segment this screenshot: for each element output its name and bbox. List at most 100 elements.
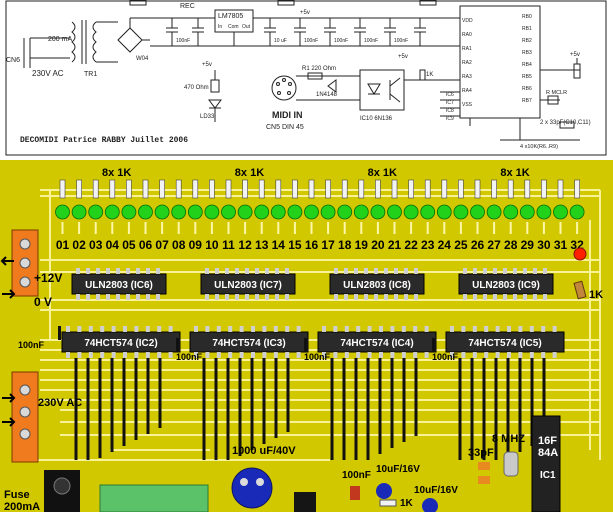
resistor bbox=[408, 179, 414, 199]
channel-led bbox=[536, 204, 552, 220]
mcu-left-pin: RA2 bbox=[462, 60, 472, 66]
channel-number: 04 bbox=[106, 238, 120, 252]
driver-pin bbox=[235, 268, 239, 274]
driver-pin bbox=[473, 268, 477, 274]
small-cap-blue-1 bbox=[376, 483, 392, 499]
latch-pin bbox=[228, 352, 233, 358]
latch-pin bbox=[322, 326, 326, 332]
supply-label-opto: +5v bbox=[398, 54, 408, 60]
driver-pin bbox=[354, 294, 358, 300]
resistor bbox=[242, 179, 248, 199]
driver-pin bbox=[543, 294, 547, 300]
mcu-right-pin: RB2 bbox=[522, 38, 532, 44]
driver-pin bbox=[225, 268, 229, 274]
latch-pin bbox=[228, 326, 233, 332]
channel-led bbox=[121, 204, 137, 220]
channel-number: 20 bbox=[371, 238, 385, 252]
channel-led bbox=[453, 204, 469, 220]
channel-number: 19 bbox=[355, 238, 369, 252]
driver-pin bbox=[136, 268, 140, 274]
channel-led bbox=[154, 204, 170, 220]
mclr-resistor-label: R MCLR bbox=[546, 90, 567, 96]
channel-number: 06 bbox=[139, 238, 153, 252]
driver-label: ULN2803 (IC9) bbox=[472, 280, 540, 291]
driver-pin bbox=[285, 268, 289, 274]
midi-connector-label: CN5 DIN 45 bbox=[266, 124, 304, 131]
driver-label: ULN2803 (IC6) bbox=[85, 280, 153, 291]
crystal-caps-label: 2 x 33pF(C10,C11) bbox=[540, 120, 591, 126]
driver-pin bbox=[384, 294, 388, 300]
latch-pin bbox=[333, 326, 338, 332]
driver-pin bbox=[76, 294, 80, 300]
driver-pin bbox=[96, 268, 100, 274]
decoupling-label: 100nF bbox=[176, 352, 203, 362]
schematic-credit: DECOMIDI Patrice RABBY Juillet 2006 bbox=[20, 136, 188, 145]
latch-pin bbox=[367, 352, 372, 358]
resistor bbox=[209, 179, 215, 199]
resistor bbox=[375, 179, 381, 199]
terminal-screw-3 bbox=[19, 276, 31, 288]
resistor bbox=[358, 179, 365, 199]
driver-pin bbox=[483, 294, 487, 300]
channel-number: 28 bbox=[504, 238, 518, 252]
latch-pin bbox=[472, 352, 477, 358]
latch-pin bbox=[461, 352, 466, 358]
voltage-0v-label: 0 V bbox=[34, 295, 52, 309]
mcu-left-pin: RA0 bbox=[462, 32, 472, 38]
latch-pin bbox=[333, 352, 338, 358]
latch-pin bbox=[123, 352, 127, 358]
channel-led bbox=[353, 204, 369, 220]
driver-pin bbox=[245, 268, 249, 274]
latch-pin bbox=[273, 352, 278, 358]
latch-pin bbox=[518, 352, 523, 358]
latch-pin bbox=[239, 326, 244, 332]
led-ref-label: LD33 bbox=[200, 114, 215, 120]
driver-pin bbox=[96, 294, 100, 300]
latch-chips: 74HCT574 (IC2)74HCT574 (IC3)74HCT574 (IC… bbox=[61, 326, 565, 358]
channel-number: 17 bbox=[321, 238, 335, 252]
mcu-left-pin: VSS bbox=[462, 102, 473, 108]
bus-label-ic7: IC7 bbox=[446, 100, 454, 106]
latch-pin bbox=[552, 352, 557, 358]
big-cap-lead-1 bbox=[240, 478, 248, 486]
latch-pin bbox=[344, 326, 349, 332]
ac-screw-3 bbox=[19, 428, 31, 440]
resistor bbox=[441, 179, 448, 199]
driver-pin bbox=[136, 294, 140, 300]
latch-pin bbox=[390, 326, 395, 332]
resistor bbox=[109, 179, 116, 199]
channel-number: 07 bbox=[155, 238, 169, 252]
latch-label: 74HCT574 (IC2) bbox=[84, 338, 157, 349]
driver-pin bbox=[513, 294, 517, 300]
latch-pin bbox=[251, 352, 255, 358]
mcu-marking-line-1: 16F bbox=[538, 435, 557, 447]
channel-led bbox=[503, 204, 519, 220]
bridge-label: W04 bbox=[136, 56, 149, 62]
power-connector-label: CN6 bbox=[6, 57, 20, 64]
rail-cap-6: 100nF bbox=[394, 38, 408, 44]
channel-number: 05 bbox=[122, 238, 136, 252]
transformer-label: TR1 bbox=[84, 71, 97, 78]
mcu-right-pin: RB0 bbox=[522, 14, 532, 20]
regulator-part-label: LM7805 bbox=[218, 13, 243, 20]
ac-label: 230V AC bbox=[38, 397, 82, 409]
voltage-12v-label: +12V bbox=[34, 271, 62, 285]
latch-pin bbox=[296, 352, 301, 358]
latch-pin bbox=[111, 326, 116, 332]
supply-label-top: +5v bbox=[300, 10, 310, 16]
driver-pin bbox=[334, 294, 338, 300]
driver-chips: ULN2803 (IC6)ULN2803 (IC7)ULN2803 (IC8)U… bbox=[71, 268, 554, 300]
driver-pin bbox=[215, 294, 219, 300]
latch-pin bbox=[495, 326, 500, 332]
rail-cap-4: 100nF bbox=[334, 38, 348, 44]
driver-pin bbox=[126, 294, 130, 300]
latch-pin bbox=[322, 352, 326, 358]
driver-pin bbox=[334, 268, 338, 274]
channel-number: 25 bbox=[454, 238, 468, 252]
driver-pin bbox=[513, 268, 517, 274]
rail-cap-1: 100nF bbox=[176, 38, 190, 44]
driver-pin bbox=[503, 268, 507, 274]
driver-pin bbox=[463, 268, 467, 274]
latch-pin bbox=[123, 326, 127, 332]
